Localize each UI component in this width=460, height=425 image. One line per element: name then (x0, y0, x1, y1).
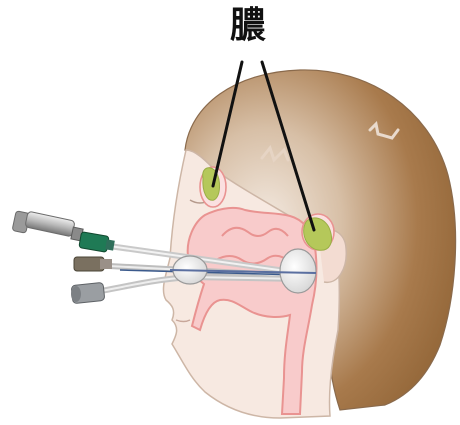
balloon-icon (280, 249, 316, 293)
luer-connector (74, 257, 112, 271)
syringe-icon (12, 211, 83, 241)
valve-connector (71, 282, 105, 303)
green-connector (79, 232, 115, 253)
